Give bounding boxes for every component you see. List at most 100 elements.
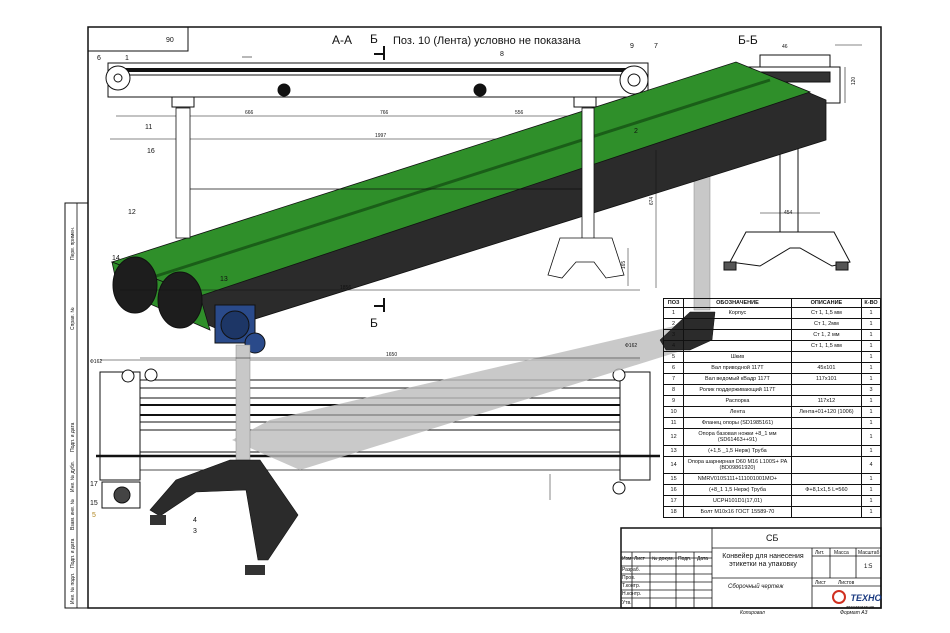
conveyor-3d-model bbox=[110, 61, 827, 575]
sheet-label: Лист bbox=[815, 580, 826, 586]
bom-cell: Корпус bbox=[683, 307, 792, 319]
company-logo: ТЕХНО автоматизация bbox=[832, 588, 881, 609]
bom-cell: 1 bbox=[861, 340, 881, 352]
company-name: ТЕХНО bbox=[850, 593, 882, 603]
bom-cell: 4 bbox=[861, 456, 881, 474]
section-label-bb: Б-Б bbox=[738, 33, 758, 47]
dim-height-a: 674 bbox=[649, 196, 656, 206]
callout-5: 5 bbox=[92, 512, 96, 519]
bom-cell: Вал приводной 117Т bbox=[683, 362, 792, 374]
bom-cell: 1 bbox=[861, 445, 881, 457]
bom-cell: Распорка bbox=[683, 395, 792, 407]
callout-9: 9 bbox=[630, 43, 634, 50]
callout-17: 17 bbox=[90, 481, 98, 488]
dim-overall-top: 1997 bbox=[375, 133, 387, 139]
bom-cell: 3 bbox=[861, 384, 881, 396]
bom-cell: Фланец опоры (SD1985161) bbox=[683, 417, 792, 429]
bom-cell: Вал ведомый кВадр 117Т bbox=[683, 373, 792, 385]
bom-cell: 8 bbox=[662, 384, 685, 396]
bom-cell bbox=[790, 351, 863, 363]
bom-cell: Ф+8,1х1,5 L=560 bbox=[790, 484, 863, 496]
bom-header-pos: ПОЗ bbox=[662, 298, 685, 308]
bom-cell bbox=[790, 428, 863, 446]
bom-row: 13(+1,5 _1,5 Нерж) Труба 1 bbox=[662, 445, 881, 457]
product-name: Конвейер для нанесения этикетки на упако… bbox=[722, 553, 804, 568]
section-aa-view bbox=[105, 56, 649, 140]
bom-cell: 1 bbox=[861, 395, 881, 407]
doc-code: СБ bbox=[766, 533, 779, 543]
bom-cell: UCPH101D1(17,01) bbox=[683, 495, 792, 507]
bom-cell bbox=[790, 473, 863, 485]
bom-cell: 18 bbox=[662, 506, 685, 518]
copied-label: Копировал bbox=[740, 610, 765, 616]
dim-height-b: 165 bbox=[621, 260, 628, 270]
bom-cell: 10 bbox=[662, 406, 685, 418]
tb-row-prov: Пров. bbox=[622, 575, 636, 581]
bom-cell: Опора базовая ножки +8_1 мм (SD61463++91… bbox=[683, 428, 792, 446]
strip-label-4: Инв. № дубл. bbox=[70, 461, 76, 492]
tb-row-nkontr: Н.контр. bbox=[622, 591, 642, 597]
view-mark-b-top: Б bbox=[370, 32, 378, 46]
callout-12: 12 bbox=[128, 209, 136, 216]
bom-cell: 45х101 bbox=[790, 362, 863, 374]
format-label: Формат А3 bbox=[840, 610, 868, 616]
bom-cell: 13 bbox=[662, 445, 685, 457]
bom-cell: 1 bbox=[861, 417, 881, 429]
bom-cell: Болт М10х16 ГОСТ 15589-70 bbox=[683, 506, 792, 518]
bom-header-qty: К-ВО bbox=[861, 298, 881, 308]
bom-cell bbox=[683, 329, 792, 341]
rotated-number: 90 bbox=[166, 37, 174, 44]
bom-cell: (+1,5 _1,5 Нерж) Труба bbox=[683, 445, 792, 457]
lit-label: Лит. bbox=[815, 550, 825, 556]
dim-side-b: 120 bbox=[851, 76, 858, 86]
callout-3: 3 bbox=[193, 528, 197, 535]
bom-cell: 11 bbox=[662, 417, 685, 429]
bom-cell bbox=[683, 318, 792, 330]
bom-cell: 117х12 bbox=[790, 395, 863, 407]
callout-7: 7 bbox=[654, 43, 658, 50]
bom-cell: Шкив bbox=[683, 351, 792, 363]
bom-cell: 1 bbox=[662, 307, 685, 319]
bom-cell: 1 bbox=[861, 307, 881, 319]
bom-header-row: ПОЗ ОБОЗНАЧЕНИЕ ОПИСАНИЕ К-ВО bbox=[662, 298, 881, 308]
bom-cell bbox=[790, 384, 863, 396]
doc-type: Сборочный чертеж bbox=[728, 584, 784, 590]
callout-16: 16 bbox=[147, 148, 155, 155]
bom-cell: Лента bbox=[683, 406, 792, 418]
section-label-aa: А-А bbox=[332, 33, 353, 47]
tb-col-sheet: Лист bbox=[634, 556, 645, 562]
bom-header-description: ОПИСАНИЕ bbox=[790, 298, 863, 308]
bom-cell: 1 bbox=[861, 373, 881, 385]
bom-cell: Ст 1, 1,5 мм bbox=[790, 307, 863, 319]
note-belt: Поз. 10 (Лента) условно не показана bbox=[393, 35, 581, 47]
scale-label: Масштаб bbox=[858, 550, 880, 556]
bom-cell: Ст 1, 1,5 мм bbox=[790, 340, 863, 352]
bom-cell: 3 bbox=[662, 329, 685, 341]
dim-dia-right: Ф162 bbox=[625, 343, 638, 349]
mass-label: Масса bbox=[834, 550, 849, 556]
bom-cell: 17 bbox=[662, 495, 685, 507]
bom-cell bbox=[683, 340, 792, 352]
bom-cell: 2 bbox=[662, 318, 685, 330]
foot-front bbox=[149, 459, 299, 561]
tb-col-date: Дата bbox=[697, 556, 709, 562]
callout-8: 8 bbox=[500, 51, 504, 58]
strip-label-2: Справ. № bbox=[70, 307, 76, 330]
dim-base-w: 454 bbox=[784, 210, 793, 216]
sheets-label: Листов bbox=[838, 580, 855, 586]
bom-cell: 1 bbox=[861, 473, 881, 485]
